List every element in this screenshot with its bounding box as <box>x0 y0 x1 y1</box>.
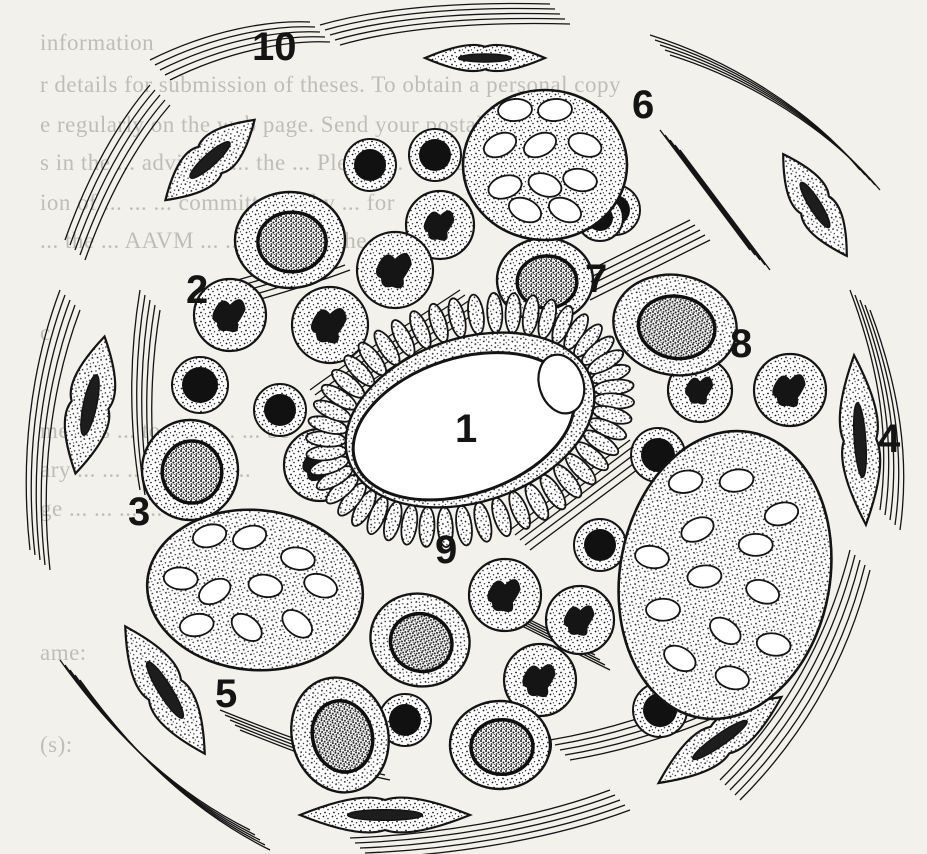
fiber-line <box>70 90 155 245</box>
histiocyte-nucleus <box>162 441 222 503</box>
lymphocyte-nucleus <box>182 367 218 403</box>
fiber-line <box>330 13 560 35</box>
histiocyte-nucleus <box>471 720 533 775</box>
radiating-cell <box>419 507 436 548</box>
label-3: 3 <box>128 490 150 534</box>
fiber-line <box>80 100 165 255</box>
spindle-cell <box>54 332 126 478</box>
vacuolated-cell <box>463 90 627 240</box>
fiber-line <box>132 290 140 490</box>
fiber-line <box>665 135 755 255</box>
radiating-cell <box>466 294 487 336</box>
histiocyte-nucleus <box>258 212 326 272</box>
spindle-cell-nucleus <box>459 54 512 62</box>
histiocyte <box>357 580 482 701</box>
spindle-cell-nucleus <box>348 810 423 821</box>
label-1: 1 <box>455 407 477 451</box>
histiocyte <box>235 192 345 288</box>
lymphocyte-nucleus <box>389 704 421 736</box>
fiber-line <box>75 95 160 250</box>
histiocyte-nucleus <box>517 256 577 308</box>
fiber-line <box>335 18 565 40</box>
fiber-line <box>85 105 170 260</box>
lymphocyte-nucleus <box>264 394 296 426</box>
label-6: 6 <box>632 83 654 127</box>
vacuole <box>646 599 680 621</box>
spindle-cell <box>767 144 863 266</box>
histiocyte <box>279 667 402 804</box>
spindle-cell <box>152 105 268 216</box>
histiocyte <box>142 420 238 520</box>
histiocyte <box>450 701 550 789</box>
label-5: 5 <box>215 672 237 716</box>
fiber-line <box>680 150 770 270</box>
fiber-line <box>340 23 570 45</box>
label-7: 7 <box>585 257 607 301</box>
spindle-cell <box>300 798 470 833</box>
label-4: 4 <box>878 417 901 461</box>
lymphocyte-nucleus <box>354 149 386 181</box>
fiber-line <box>65 85 150 240</box>
spindle-cell <box>425 45 545 71</box>
vacuole <box>739 534 773 556</box>
fiber-line <box>660 45 870 180</box>
label-2: 2 <box>186 268 208 312</box>
label-8: 8 <box>730 322 752 366</box>
label-9: 9 <box>435 528 457 572</box>
vacuolated-cell <box>140 501 369 679</box>
lymphocyte-nucleus <box>419 139 451 171</box>
label-10: 10 <box>252 25 297 69</box>
fiber-line <box>670 140 760 260</box>
radiating-cell <box>471 501 495 543</box>
lymphocyte-nucleus <box>584 529 616 561</box>
fiber-line <box>670 55 880 190</box>
fiber-line <box>665 50 875 185</box>
fiber-line <box>660 130 750 250</box>
fiber-line <box>675 145 765 265</box>
